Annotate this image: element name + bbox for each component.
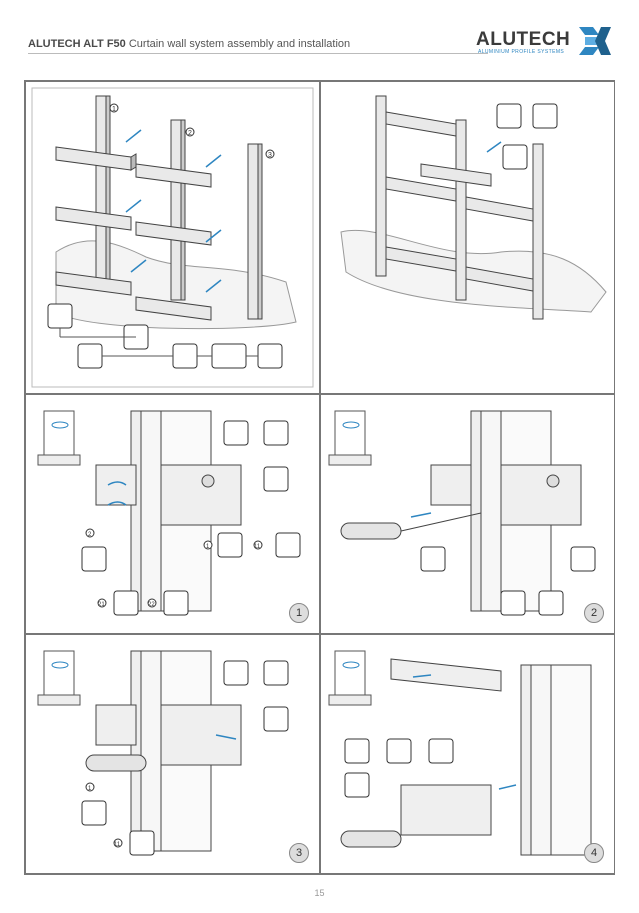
svg-text:1: 1: [206, 544, 210, 550]
panel-overview-1: 1 2 3: [25, 81, 320, 394]
panel-overview-2: [320, 81, 615, 394]
panel-step-2: 2: [320, 394, 615, 634]
title-text: Curtain wall system assembly and install…: [128, 38, 351, 50]
illustration-grid: 1 2 3: [24, 80, 615, 875]
svg-text:1: 1: [88, 786, 92, 792]
step-number-2: 2: [584, 603, 604, 623]
logo-tagline: ALUMINIUM PROFILE SYSTEMS: [478, 49, 565, 55]
step-number-1: 1: [289, 603, 309, 623]
svg-text:22: 22: [148, 602, 155, 608]
brand-model: ALUTECH ALT F50: [28, 38, 126, 50]
assembled-frame-drawing: [340, 95, 607, 320]
svg-text:11: 11: [114, 842, 121, 848]
logo-text: ALUTECH: [476, 29, 571, 50]
panel-step-3: 1 11 3: [25, 634, 320, 874]
document-title: ALUTECH ALT F50 Curtain wall system asse…: [28, 38, 350, 50]
step-3-handle-drawing: 1 11: [37, 650, 289, 856]
svg-text:2: 2: [88, 532, 92, 538]
page-header: ALUTECH ALT F50 Curtain wall system asse…: [28, 27, 611, 55]
step-1-fastening-drawing: 1 11 2 21 22: [37, 410, 301, 616]
step-2-screwdriver-drawing: [328, 410, 596, 616]
step-4-insertion-drawing: [328, 650, 592, 856]
alutech-logo: ALUTECH ALUMINIUM PROFILE SYSTEMS: [476, 25, 611, 59]
svg-text:11: 11: [254, 544, 261, 550]
panel-step-1: 1 11 2 21 22 1: [25, 394, 320, 634]
page-number: 15: [314, 888, 325, 898]
svg-text:1: 1: [112, 106, 116, 113]
logo-mark-icon: [579, 27, 611, 55]
step-number-3: 3: [289, 843, 309, 863]
mullion-transom-exploded-drawing: 1 2 3: [31, 87, 314, 388]
svg-text:3: 3: [268, 152, 272, 159]
svg-text:2: 2: [188, 130, 192, 137]
panel-step-4: 4: [320, 634, 615, 874]
svg-text:21: 21: [98, 602, 105, 608]
header-rule: [28, 53, 488, 54]
step-number-4: 4: [584, 843, 604, 863]
